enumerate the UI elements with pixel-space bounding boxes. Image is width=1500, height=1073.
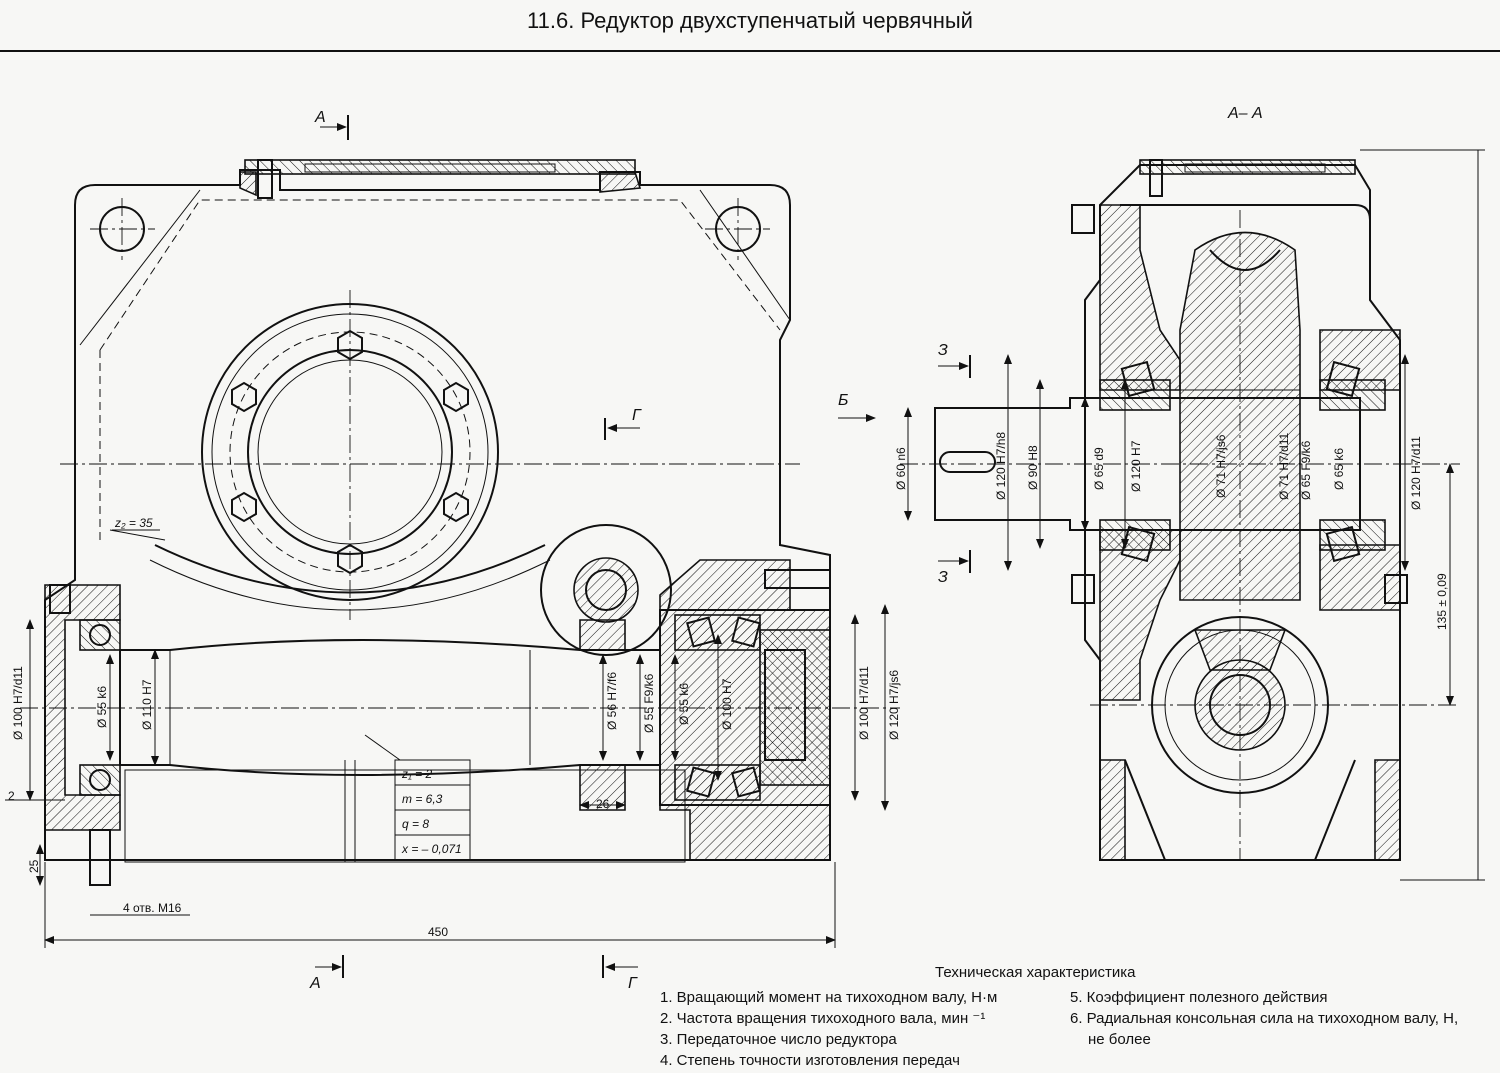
worm-param-z1: z₁ = 2 <box>401 767 432 781</box>
housing-rib-left <box>79 189 201 346</box>
housing-rib-right <box>699 189 791 321</box>
dim-d55k6-left: Ø 55 k6 <box>95 686 109 728</box>
side-bearings <box>1099 360 1386 563</box>
section-markers-front: А А Г Г Б <box>309 109 876 992</box>
title-rule <box>0 50 1500 52</box>
dim-d120d11: Ø 120 H7/d11 <box>1409 436 1423 510</box>
specs-heading: Техническая характеристика <box>935 964 1136 981</box>
page-title: 11.6. Редуктор двухступенчатый червячный <box>527 8 973 33</box>
dim-d100-left: Ø 100 H7/d11 <box>11 666 25 740</box>
section-markers-side: З З <box>938 342 971 586</box>
side-left-wall-lower <box>1099 529 1181 701</box>
dim-d56: Ø 56 H7/f6 <box>605 672 619 730</box>
side-dimensions: Ø 60 n6 Ø 120 H7/h8 Ø 90 H8 Ø 65 d9 Ø 12… <box>894 149 1485 881</box>
worm-wheel-rim <box>154 544 546 594</box>
cut-g-bottom: Г <box>628 975 638 992</box>
dim-d120h7: Ø 120 H7 <box>1129 440 1143 492</box>
dim-d120js6: Ø 120 H7/js6 <box>887 670 901 740</box>
housing-base <box>124 769 686 863</box>
view-b-label: Б <box>838 392 848 409</box>
spec-item-6: 6. Радиальная консольная сила на тихоход… <box>1070 1010 1459 1027</box>
side-view: А– А <box>894 105 1485 881</box>
dim-d71js6: Ø 71 H7/js6 <box>1214 434 1228 498</box>
cut-3-bottom: З <box>938 569 948 586</box>
key-slot <box>939 451 996 473</box>
side-right-wall <box>1319 329 1401 391</box>
spec-item-3: 3. Передаточное число редуктора <box>660 1031 897 1048</box>
cut-a-top: А <box>314 109 326 126</box>
specs-left-column: 1. Вращающий момент на тихоходном валу, … <box>660 987 1060 1071</box>
cut-3-top: З <box>938 342 948 359</box>
worm-param-q: q = 8 <box>402 817 429 831</box>
dim-d55k6-right: Ø 55 k6 <box>677 683 691 725</box>
cut-g-top: Г <box>632 407 642 424</box>
dim-d100-right: Ø 100 H7/d11 <box>857 666 871 740</box>
side-base <box>1099 759 1126 861</box>
dim-d65d9: Ø 65 d9 <box>1092 447 1106 490</box>
dim-d120h8: Ø 120 H7/h8 <box>994 432 1008 500</box>
housing-inner <box>99 199 781 545</box>
dim-d90: Ø 90 H8 <box>1026 445 1040 490</box>
dim-holes: 4 отв. М16 <box>123 901 182 915</box>
dim-d55f9: Ø 55 F9/k6 <box>642 673 656 733</box>
section-aa-label: А– А <box>1227 105 1263 122</box>
dim-h2: 2 <box>8 789 15 803</box>
worm-param-m: m = 6,3 <box>402 792 443 806</box>
side-bolt-right <box>1384 574 1408 604</box>
worm-shaft <box>119 639 661 776</box>
spec-item-4: 4. Степень точности изготовления передач <box>660 1052 960 1069</box>
side-bolt-left <box>1071 574 1095 604</box>
dim-d71d11: Ø 71 H7/d11 <box>1277 433 1291 500</box>
spec-item-2: 2. Частота вращения тихоходного вала, ми… <box>660 1010 986 1027</box>
cut-a-bottom: А <box>309 975 321 992</box>
dim-d65k6: Ø 65 k6 <box>1332 448 1346 490</box>
right-cap <box>759 629 831 786</box>
dim-h135: 135 ± 0,09 <box>1435 573 1449 630</box>
front-dimensions: Ø 100 H7/d11 Ø 55 k6 Ø 110 H7 Ø 56 H7/f6… <box>5 604 901 948</box>
dim-length: 450 <box>428 925 448 939</box>
dim-d110: Ø 110 H7 <box>140 679 154 730</box>
spec-item-6-cont: не более <box>1088 1031 1151 1048</box>
z2-label: z₂ = 35 <box>114 516 153 530</box>
specs-right-column: 5. Коэффициент полезного действия 6. Рад… <box>1070 987 1500 1050</box>
side-left-wall <box>1099 204 1181 391</box>
front-view: Ø 100 H7/d11 Ø 55 k6 Ø 110 H7 Ø 56 H7/f6… <box>5 109 901 992</box>
worm-param-x: x = – 0,071 <box>401 842 462 856</box>
dim-h25: 25 <box>27 859 41 873</box>
bearing-cap-bolts <box>764 569 831 589</box>
side-bolt-top-left <box>1071 204 1095 234</box>
cover-bolt <box>257 159 273 199</box>
right-tapered-bearings <box>674 614 761 801</box>
worm-parameter-table: z₁ = 2 m = 6,3 q = 8 x = – 0,071 <box>364 734 471 861</box>
left-foot-bolt <box>89 829 111 886</box>
left-flange <box>44 584 121 831</box>
output-shaft <box>934 397 1361 531</box>
dim-d60: Ø 60 n6 <box>894 447 908 490</box>
dim-w26: 26 <box>596 797 610 811</box>
spec-item-1: 1. Вращающий момент на тихоходном валу, … <box>660 989 998 1006</box>
dim-d100h7: Ø 100 H7 <box>720 678 734 730</box>
spec-item-5: 5. Коэффициент полезного действия <box>1070 989 1328 1006</box>
dim-d65f9: Ø 65 F9/k6 <box>1299 440 1313 500</box>
